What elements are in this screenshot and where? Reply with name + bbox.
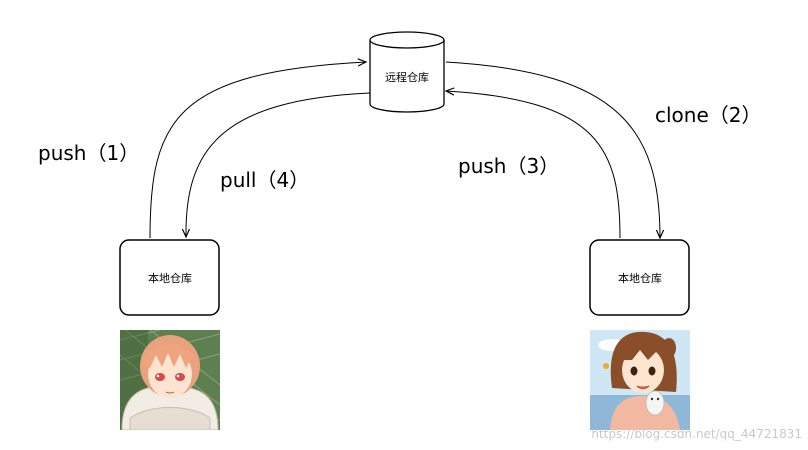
watermark-text: https://blog.csdn.net/qq_44721831 [591, 427, 802, 441]
local-repo-right-node: 本地仓库 [589, 239, 690, 316]
anime-girl-avatar-image [590, 330, 690, 430]
push-3-label: push（3） [458, 154, 559, 178]
local-repo-left-label: 本地仓库 [148, 271, 192, 285]
pull-4-label: pull（4） [220, 168, 309, 192]
clone-2-label: clone（2） [655, 103, 762, 127]
remote-repo-label: 远程仓库 [385, 70, 429, 84]
local-repo-left-node: 本地仓库 [119, 239, 220, 316]
push-3-arrow [446, 91, 621, 239]
push-1-arrow [149, 62, 366, 239]
anime-boy-avatar-image [120, 330, 220, 430]
push-1-label: push（1） [38, 141, 139, 165]
remote-repo-node: 远程仓库 [369, 31, 445, 113]
pull-4-arrow [186, 92, 371, 237]
local-repo-right-label: 本地仓库 [618, 271, 662, 285]
clone-2-arrow [445, 61, 660, 238]
